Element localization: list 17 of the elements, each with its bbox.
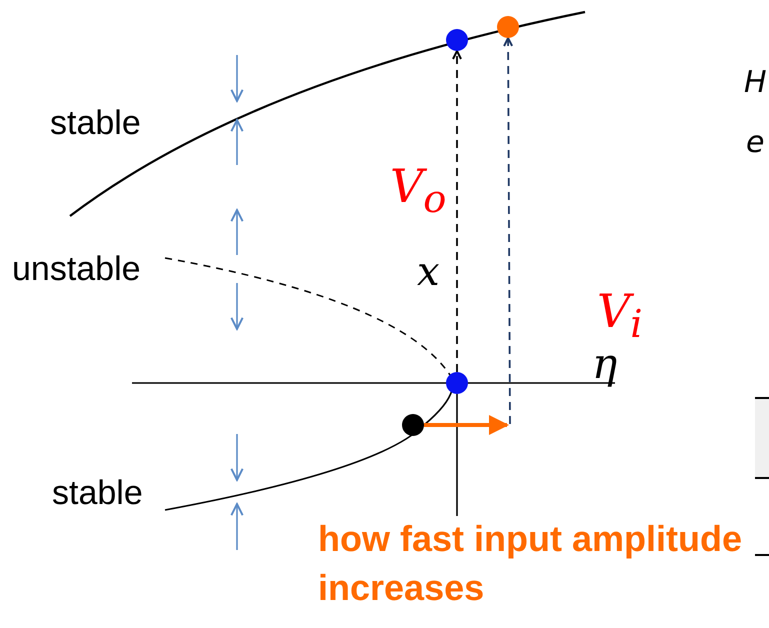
curve-label: unstable bbox=[12, 252, 141, 286]
variable-label: η bbox=[592, 343, 618, 385]
arrow bbox=[452, 50, 462, 372]
point-marker bbox=[402, 414, 424, 436]
arrow bbox=[503, 37, 514, 424]
variable-label: V$_{o}$ bbox=[390, 163, 446, 220]
variable-label: x bbox=[417, 252, 440, 292]
curve-label: stable bbox=[52, 476, 143, 510]
curve-label: stable bbox=[50, 106, 141, 140]
text-fragment: H bbox=[744, 68, 767, 98]
point-marker bbox=[446, 29, 468, 51]
point-marker bbox=[446, 372, 468, 394]
arrow bbox=[424, 415, 509, 435]
point-marker bbox=[497, 16, 519, 38]
variable-label: V$_{i}$ bbox=[597, 288, 642, 345]
text-fragment: e bbox=[746, 128, 764, 158]
annotation-text: how fast input amplitude increases bbox=[318, 517, 743, 610]
